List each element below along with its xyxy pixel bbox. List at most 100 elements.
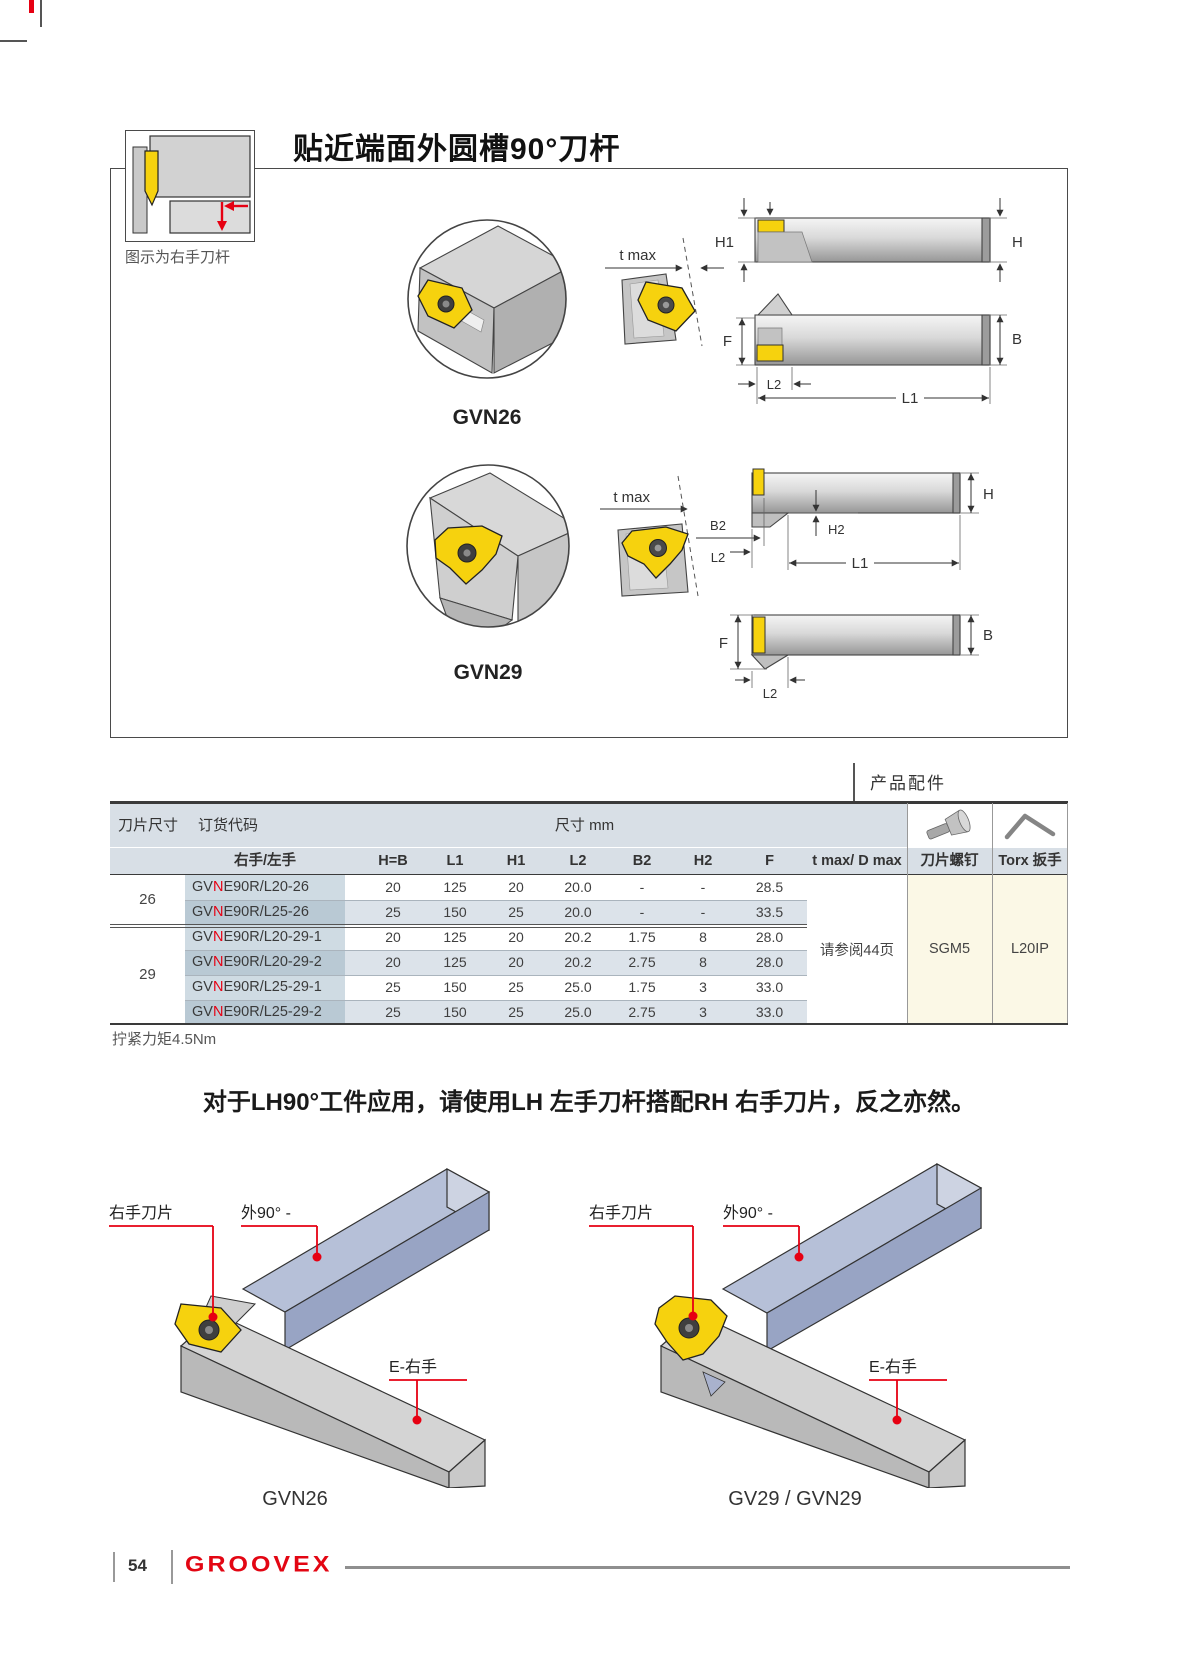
cell: 20 xyxy=(508,929,524,945)
dim-f-29: F xyxy=(719,635,728,652)
thumbnail-drawing xyxy=(132,135,251,234)
dim-f: F xyxy=(723,333,732,350)
cell: 125 xyxy=(443,929,467,945)
label-rh-insert: 右手刀片 xyxy=(109,1204,173,1222)
gvn26-side-view-top: H1 H xyxy=(715,198,1023,282)
dim-b-29: B xyxy=(983,627,993,644)
cell: 3 xyxy=(699,1004,707,1020)
col-l2: L2 xyxy=(569,853,587,869)
torque-note: 拧紧力矩4.5Nm xyxy=(112,1031,217,1048)
col-l1: L1 xyxy=(446,853,464,869)
order-code: GVNE90R/L20-29-2 xyxy=(192,954,322,970)
cell: 150 xyxy=(443,904,467,920)
accessories-title: 产品配件 xyxy=(870,774,946,793)
col-insert-size: 刀片尺寸 xyxy=(118,817,179,834)
illustration-box xyxy=(110,168,1068,738)
brand-logo: GROOVEX xyxy=(185,1552,333,1577)
cell: 2.75 xyxy=(628,1004,656,1020)
cell: 28.5 xyxy=(755,879,784,895)
order-code: GVNE90R/L20-29-1 xyxy=(192,929,322,945)
gvn29-caption: GVN29 xyxy=(454,661,523,684)
col-b2: B2 xyxy=(632,853,652,869)
dim-l2-29: L2 xyxy=(711,550,725,565)
cell: - xyxy=(639,879,645,895)
cell: 20 xyxy=(385,954,401,970)
cell: 25 xyxy=(508,979,524,995)
gvn26-assembly-diagram: 右手刀片 外90° - E-右手 xyxy=(109,1167,491,1488)
cell: 25 xyxy=(385,1004,401,1020)
cell: 8 xyxy=(699,954,707,970)
dim-b: B xyxy=(1012,331,1022,348)
technical-drawings: GVN26 t max H1 xyxy=(406,198,1023,701)
order-code: GVNE90R/L20-26 xyxy=(192,879,309,895)
gvn29-tmax-detail: t max xyxy=(600,475,699,597)
order-code: GVNE90R/L25-26 xyxy=(192,904,309,920)
torx-cell-bg xyxy=(992,875,1068,1023)
size-group-29: 29 xyxy=(139,966,156,983)
footer-rule-left xyxy=(113,1552,115,1582)
gvn26-tmax-detail: t max xyxy=(605,237,724,347)
tmax-label-26: t max xyxy=(619,247,656,264)
col-dimensions: 尺寸 mm xyxy=(554,817,615,834)
col-order-code: 订货代码 xyxy=(198,817,259,834)
cell: 25 xyxy=(508,904,524,920)
gvn26-assembly-caption: GVN26 xyxy=(262,1488,328,1510)
application-notice: 对于LH90°工件应用，请使用LH 左手刀杆搭配RH 右手刀片，反之亦然。 xyxy=(202,1089,976,1116)
cell: 33.5 xyxy=(755,904,784,920)
cell: 25.0 xyxy=(564,979,592,995)
gvn26-zoom-illustration xyxy=(417,225,566,374)
cell: 25 xyxy=(508,1004,524,1020)
cell: 28.0 xyxy=(755,929,784,945)
cell: - xyxy=(639,904,645,920)
cell: 20 xyxy=(508,954,524,970)
label-e-right: E-右手 xyxy=(869,1358,917,1376)
cell: 1.75 xyxy=(628,929,656,945)
cell: 125 xyxy=(443,879,467,895)
dim-l2-29b: L2 xyxy=(763,686,777,701)
insert-cross-section xyxy=(144,150,159,207)
gvn29-assembly-caption: GV29 / GVN29 xyxy=(728,1488,862,1510)
cell: 150 xyxy=(443,979,467,995)
gvn29-side-view-top: H H2 B2 L2 L1 xyxy=(696,468,994,572)
dim-h1: H1 xyxy=(715,234,734,251)
cell: 20.0 xyxy=(564,904,592,920)
cell: 33.0 xyxy=(755,1004,784,1020)
crop-mark-red xyxy=(29,0,34,13)
cell: 20 xyxy=(385,879,401,895)
footer-line xyxy=(345,1566,1070,1569)
cell: - xyxy=(700,904,706,920)
label-e-right: E-右手 xyxy=(389,1358,437,1376)
tmax-note: 请参阅44页 xyxy=(819,942,895,959)
label-rh-insert: 右手刀片 xyxy=(589,1204,653,1222)
thumbnail-caption: 图示为右手刀杆 xyxy=(125,249,231,266)
page-number: 54 xyxy=(128,1556,147,1575)
col-tmax: t max/ D max xyxy=(812,853,902,869)
gvn29-side-view-bottom: F B L2 xyxy=(719,614,993,701)
cell: 25 xyxy=(385,979,401,995)
cell: 3 xyxy=(699,979,707,995)
cell: 125 xyxy=(443,954,467,970)
dim-l2: L2 xyxy=(767,377,781,392)
dim-h-29: H xyxy=(983,486,994,503)
dim-h: H xyxy=(1012,234,1023,251)
dim-l1: L1 xyxy=(902,390,919,407)
cell: 20 xyxy=(385,929,401,945)
col-h1: H1 xyxy=(506,853,526,869)
cell: 20 xyxy=(508,879,524,895)
torx-wrench-icon xyxy=(1004,813,1056,840)
screw-value: SGM5 xyxy=(928,941,971,957)
label-ext90: 外90° - xyxy=(723,1204,773,1222)
tmax-label-29: t max xyxy=(613,489,650,506)
col-screw: 刀片螺钉 xyxy=(920,853,979,869)
spec-table: 产品配件 刀片尺寸 订货代码 尺寸 mm xyxy=(110,763,1068,1026)
cell: 150 xyxy=(443,1004,467,1020)
order-code: GVNE90R/L25-29-2 xyxy=(192,1004,322,1020)
cell: 20.2 xyxy=(564,954,592,970)
gvn29-zoom-illustration xyxy=(428,472,569,627)
label-ext90: 外90° - xyxy=(241,1204,291,1222)
page-title: 贴近端面外圆槽90°刀杆 xyxy=(293,133,621,166)
torx-value: L20IP xyxy=(1011,941,1049,957)
crop-mark-horizontal xyxy=(0,40,27,42)
cell: 1.75 xyxy=(628,979,656,995)
cell: 28.0 xyxy=(755,954,784,970)
